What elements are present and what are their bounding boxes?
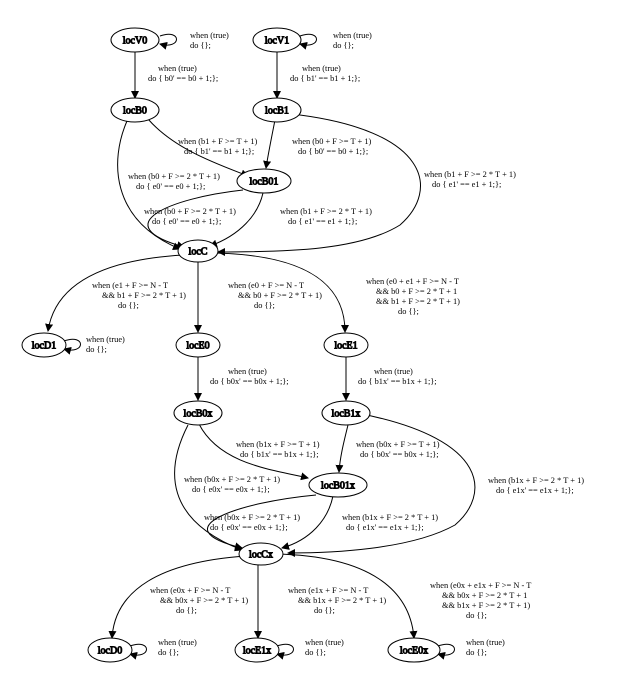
edge-cx-e0x bbox=[275, 553, 418, 639]
node-locB1x[interactable]: locB1x bbox=[321, 400, 371, 426]
edge-label-b01x-cx-a: when (b0x + F >= 2 * T + 1)do { e0x' == … bbox=[204, 513, 300, 532]
edge-b1x-b01x bbox=[335, 424, 349, 473]
node-label: locB1x bbox=[332, 409, 361, 420]
node-locB01x[interactable]: locB01x bbox=[308, 472, 368, 498]
edge-c-e1 bbox=[214, 252, 349, 333]
node-label: locB0 bbox=[123, 106, 147, 117]
edge-label-cx-d0: when (e0x + F >= N - T&& b0x + F >= 2 * … bbox=[150, 586, 248, 615]
edge-b0x-b01x bbox=[198, 423, 309, 481]
edge-label-b01x-cx-b: when (b1x + F >= 2 * T + 1)do { e1x' == … bbox=[342, 513, 438, 532]
edge-d0-self bbox=[129, 643, 147, 660]
node-label: locCx bbox=[249, 550, 273, 561]
node-locE1x[interactable]: locE1x bbox=[234, 637, 280, 663]
node-locD0[interactable]: locD0 bbox=[87, 637, 133, 663]
node-locB01[interactable]: locB01 bbox=[236, 168, 292, 194]
node-locB0x[interactable]: locB0x bbox=[173, 400, 223, 426]
edge-v0-self bbox=[159, 33, 177, 50]
edge-label-v1-b1: when (true)do { b1' == b1 + 1;}; bbox=[290, 64, 360, 83]
edge-label-v1-self: when (true)do {}; bbox=[333, 31, 372, 50]
edge-label-b01-c-b: when (b1 + F >= 2 * T + 1)do { e1' == e1… bbox=[280, 207, 372, 226]
edge-label-v0-self: when (true)do {}; bbox=[190, 31, 229, 50]
edge-label-cx-e1x: when (e1x + F >= N - T&& b1x + F >= 2 * … bbox=[288, 586, 386, 615]
node-label: locV0 bbox=[123, 36, 147, 47]
node-locE0[interactable]: locE0 bbox=[175, 332, 221, 358]
edge-b01x-cx-b bbox=[281, 495, 334, 550]
edge-label-b1-b01: when (b0 + F >= T + 1)do { b0' == b0 + 1… bbox=[292, 137, 372, 156]
edge-cx-d0 bbox=[108, 555, 247, 639]
edge-label-c-d1: when (e1 + F >= N - T&& b1 + F >= 2 * T … bbox=[92, 281, 186, 310]
edge-label-v0-b0: when (true)do { b0' == b0 + 1;}; bbox=[148, 64, 218, 83]
edge-label-e1-b1x: when (true)do { b1x' == b1x + 1;}; bbox=[358, 367, 437, 386]
node-label: locD0 bbox=[98, 646, 122, 657]
edge-label-b0-c: when (b0 + F >= 2 * T + 1)do { e0' == e0… bbox=[128, 172, 220, 191]
edge-b01x-cx-a bbox=[207, 494, 317, 551]
edge-b1x-cx bbox=[287, 413, 476, 557]
node-label: locB0x bbox=[184, 409, 213, 420]
edge-label-cx-e0x: when (e0x + e1x + F >= N - T&& b0x + F >… bbox=[430, 581, 531, 620]
node-locE0x[interactable]: locE0x bbox=[387, 637, 441, 663]
edge-e1x-self bbox=[276, 643, 294, 660]
node-label: locE1x bbox=[243, 646, 271, 657]
edge-label-d1-self: when (true)do {}; bbox=[86, 335, 125, 354]
node-label: locV1 bbox=[265, 36, 289, 47]
edge-v1-self bbox=[299, 33, 317, 50]
edge-label-b0x-cx: when (b0x + F >= 2 * T + 1)do { e0x' == … bbox=[184, 475, 280, 494]
node-locC[interactable]: locC bbox=[177, 239, 219, 263]
node-locV0[interactable]: locV0 bbox=[110, 27, 160, 53]
edges-layer bbox=[45, 33, 476, 660]
edge-label-e0-b0x: when (true)do { b0x' == b0x + 1;}; bbox=[210, 367, 289, 386]
edge-label-b1x-cx: when (b1x + F >= 2 * T + 1)do { e1x' == … bbox=[488, 476, 584, 495]
edge-b0-b01 bbox=[147, 118, 249, 178]
edge-label-b1x-b01x: when (b0x + F >= T + 1)do { b0x' == b0x … bbox=[356, 440, 440, 459]
edge-label-b0x-b01x: when (b1x + F >= T + 1)do { b1x' == b1x … bbox=[236, 440, 320, 459]
edge-label-b01-c-a: when (b0 + F >= 2 * T + 1)do { e0' == e0… bbox=[144, 207, 236, 226]
edge-label-e0x-self: when (true)do {}; bbox=[466, 638, 505, 657]
node-label: locB1 bbox=[265, 106, 289, 117]
node-label: locE1 bbox=[334, 341, 357, 352]
node-locD1[interactable]: locD1 bbox=[21, 332, 67, 358]
node-label: locC bbox=[189, 247, 208, 258]
node-label: locD1 bbox=[32, 341, 56, 352]
edge-label-b1-c: when (b1 + F >= 2 * T + 1)do { e1' == e1… bbox=[424, 170, 516, 189]
edge-b1-b01 bbox=[263, 119, 276, 169]
edge-label-c-e1: when (e0 + e1 + F >= N - T&& b0 + F >= 2… bbox=[366, 277, 460, 316]
edge-b01-c-a bbox=[147, 189, 244, 249]
node-label: locB01x bbox=[321, 481, 355, 492]
edge-label-e1x-self: when (true)do {}; bbox=[305, 638, 344, 657]
nodes-layer: locV0 locV1 locB0 locB1 locB01 locC locD… bbox=[21, 27, 441, 663]
edge-c-d1 bbox=[45, 254, 184, 332]
edge-labels-layer: when (true)do {}; when (true)do {}; when… bbox=[86, 31, 584, 657]
edge-label-b0-b01: when (b1 + F >= T + 1)do { b1' == b1 + 1… bbox=[178, 137, 258, 156]
node-locB1[interactable]: locB1 bbox=[252, 97, 302, 123]
node-locCx[interactable]: locCx bbox=[238, 542, 284, 566]
node-locV1[interactable]: locV1 bbox=[252, 27, 302, 53]
node-label: locE0x bbox=[400, 646, 428, 657]
edge-b1-c bbox=[217, 113, 421, 256]
edge-label-c-e0: when (e0 + F >= N - T&& b0 + F >= 2 * T … bbox=[228, 281, 322, 310]
edge-label-d0-self: when (true)do {}; bbox=[158, 638, 197, 657]
edge-b01-c-b bbox=[209, 192, 264, 248]
edge-b0x-cx bbox=[174, 424, 243, 552]
edge-e0x-self bbox=[437, 643, 455, 660]
edge-d1-self bbox=[63, 338, 81, 355]
node-locB0[interactable]: locB0 bbox=[110, 97, 160, 123]
node-locE1[interactable]: locE1 bbox=[323, 332, 369, 358]
node-label: locE0 bbox=[186, 341, 209, 352]
node-label: locB01 bbox=[250, 177, 279, 188]
